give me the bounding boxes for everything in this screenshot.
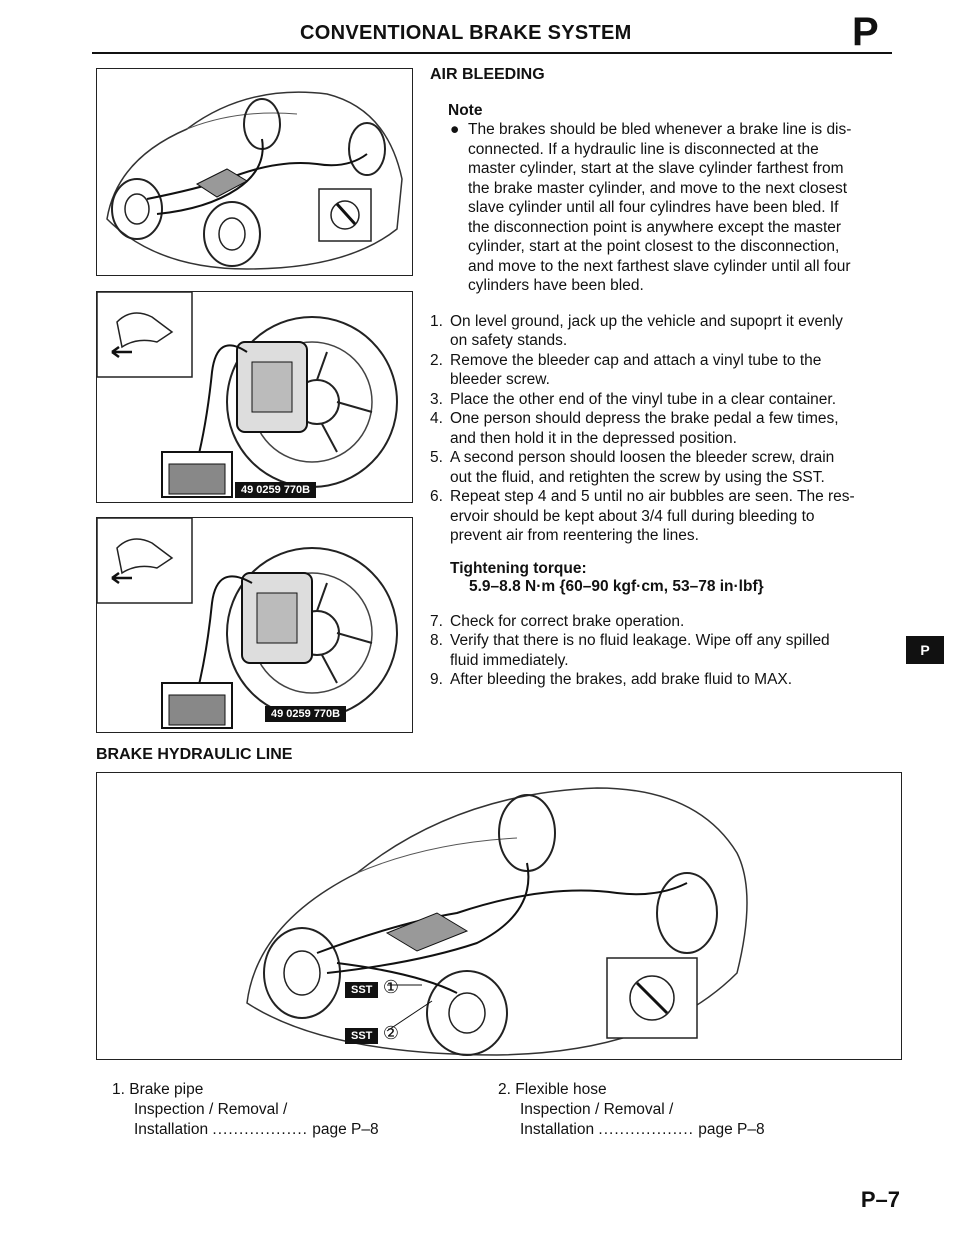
air-bleeding-title: AIR BLEEDING: [430, 66, 545, 83]
car-overview-illustration: [106, 91, 403, 270]
figure-bleeding-step-2: 49 0259 770B: [96, 517, 413, 733]
step-number: 4.: [430, 410, 443, 427]
note-line: slave cylinder until all four cylindres …: [468, 199, 839, 216]
note-line: The brakes should be bled whenever a bra…: [468, 121, 852, 138]
air-bleeding-section: AIR BLEEDING Note ● The brakes should be…: [430, 66, 900, 690]
note-title: Note: [448, 102, 483, 119]
sst-code-label: 49 0259 770B: [235, 482, 317, 498]
step-number: 9.: [430, 671, 443, 688]
section-side-tab: P: [906, 636, 944, 664]
step-number: 2.: [430, 351, 443, 369]
callout-sst-1: SST ①: [345, 977, 399, 998]
figure-bleeding-step-1: 49 0259 770B: [96, 291, 413, 503]
section-letter: P: [852, 10, 879, 54]
torque-title: Tightening torque:: [450, 559, 587, 577]
caption-number: 1.: [112, 1081, 125, 1098]
step-item: 4. One person should depress the brake p…: [430, 409, 900, 448]
step-item: 9. After bleeding the brakes, add brake …: [430, 670, 900, 690]
caption-leader: ..................: [212, 1121, 308, 1138]
note-line: cylinders have been bled.: [468, 277, 644, 294]
note-line: connected. If a hydraulic line is discon…: [468, 140, 819, 158]
step-line: fluid immediately.: [450, 651, 569, 669]
sst-code-label-2: 49 0259 770B: [265, 706, 347, 722]
hydraulic-line-illustration: [246, 787, 748, 1056]
callout-number: ②: [382, 1023, 399, 1043]
step-item: 1. On level ground, jack up the vehicle …: [430, 312, 900, 351]
caliper-bleeding-illustration-2: [97, 518, 398, 729]
step-line: ervoir should be kept about 3/4 full dur…: [450, 507, 815, 525]
figure-hydraulic-line: SST ① SST ②: [96, 772, 902, 1060]
page-number: P–7: [860, 1187, 900, 1212]
bullet-dot: ●: [450, 121, 460, 138]
caption-flexible-hose: 2. Flexible hose Inspection / Removal / …: [498, 1080, 898, 1140]
step-item: 6. Repeat step 4 and 5 until no air bubb…: [430, 487, 900, 546]
caption-line: Inspection / Removal /: [520, 1101, 674, 1118]
step-item: 8. Verify that there is no fluid leakage…: [430, 631, 900, 670]
caption-name: Brake pipe: [129, 1081, 204, 1098]
callout-sst-2: SST ②: [345, 1023, 399, 1044]
torque-value: 5.9–8.8 N·m {60–90 kgf·cm, 53–78 in·lbf}: [469, 577, 764, 595]
step-line: After bleeding the brakes, add brake flu…: [450, 671, 793, 688]
note-block: Note ● The brakes should be bled wheneve…: [430, 102, 900, 296]
step-line: One person should depress the brake peda…: [450, 410, 839, 427]
note-bullet-item: ● The brakes should be bled whenever a b…: [448, 120, 900, 296]
step-line: Verify that there is no fluid leakage. W…: [450, 632, 830, 649]
step-line: out the fluid, and retighten the screw b…: [450, 468, 825, 486]
caption-brake-pipe: 1. Brake pipe Inspection / Removal / Ins…: [112, 1080, 492, 1140]
step-number: 5.: [430, 449, 443, 466]
step-line: Place the other end of the vinyl tube in…: [450, 390, 837, 408]
step-item: 2. Remove the bleeder cap and attach a v…: [430, 351, 900, 390]
bleeding-steps: 1. On level ground, jack up the vehicle …: [430, 312, 900, 546]
step-line: bleeder screw.: [450, 371, 550, 388]
sst-badge: SST: [345, 982, 379, 998]
caption-line: Installation: [134, 1121, 209, 1138]
caption-page-ref: page P–8: [698, 1121, 765, 1138]
sst-badge: SST: [345, 1028, 379, 1044]
page-title: CONVENTIONAL BRAKE SYSTEM: [300, 22, 632, 44]
step-number: 8.: [430, 632, 443, 649]
step-line: Repeat step 4 and 5 until no air bubbles…: [450, 488, 855, 505]
note-line: and move to the next farthest slave cyli…: [468, 257, 851, 275]
note-line: master cylinder, start at the slave cyli…: [468, 160, 844, 177]
callout-number: ①: [382, 977, 399, 997]
step-number: 1.: [430, 312, 443, 330]
step-item: 5. A second person should loosen the ble…: [430, 448, 900, 487]
step-line: prevent air from reentering the lines.: [450, 527, 699, 544]
caption-name: Flexible hose: [515, 1081, 607, 1098]
caption-page-ref: page P–8: [312, 1121, 379, 1138]
torque-block: Tightening torque: 5.9–8.8 N·m {60–90 kg…: [430, 560, 900, 596]
caption-leader: ..................: [598, 1121, 694, 1138]
hydraulic-line-title: BRAKE HYDRAULIC LINE: [96, 746, 293, 763]
note-line: the disconnection point is anywhere exce…: [468, 218, 842, 236]
step-line: Remove the bleeder cap and attach a viny…: [450, 351, 822, 369]
caption-number: 2.: [498, 1081, 511, 1098]
header-rule: [92, 52, 892, 54]
caption-line: Installation: [520, 1121, 595, 1138]
step-line: and then hold it in the depressed positi…: [450, 429, 737, 447]
caliper-bleeding-illustration: [97, 292, 398, 498]
step-item: 7. Check for correct brake operation.: [430, 612, 900, 632]
note-line: cylinder, start at the point closest to …: [468, 238, 840, 255]
step-item: 3. Place the other end of the vinyl tube…: [430, 390, 900, 410]
step-number: 3.: [430, 390, 443, 408]
note-line: the brake master cylinder, and move to t…: [468, 179, 848, 197]
step-line: on safety stands.: [450, 332, 568, 349]
caption-line: Inspection / Removal /: [134, 1101, 288, 1118]
step-number: 7.: [430, 612, 443, 630]
step-number: 6.: [430, 488, 443, 505]
figure-car-overview: [96, 68, 413, 276]
step-line: Check for correct brake operation.: [450, 612, 685, 630]
step-line: A second person should loosen the bleede…: [450, 449, 835, 466]
step-line: On level ground, jack up the vehicle and…: [450, 312, 843, 330]
bleeding-steps-continued: 7. Check for correct brake operation. 8.…: [430, 612, 900, 690]
